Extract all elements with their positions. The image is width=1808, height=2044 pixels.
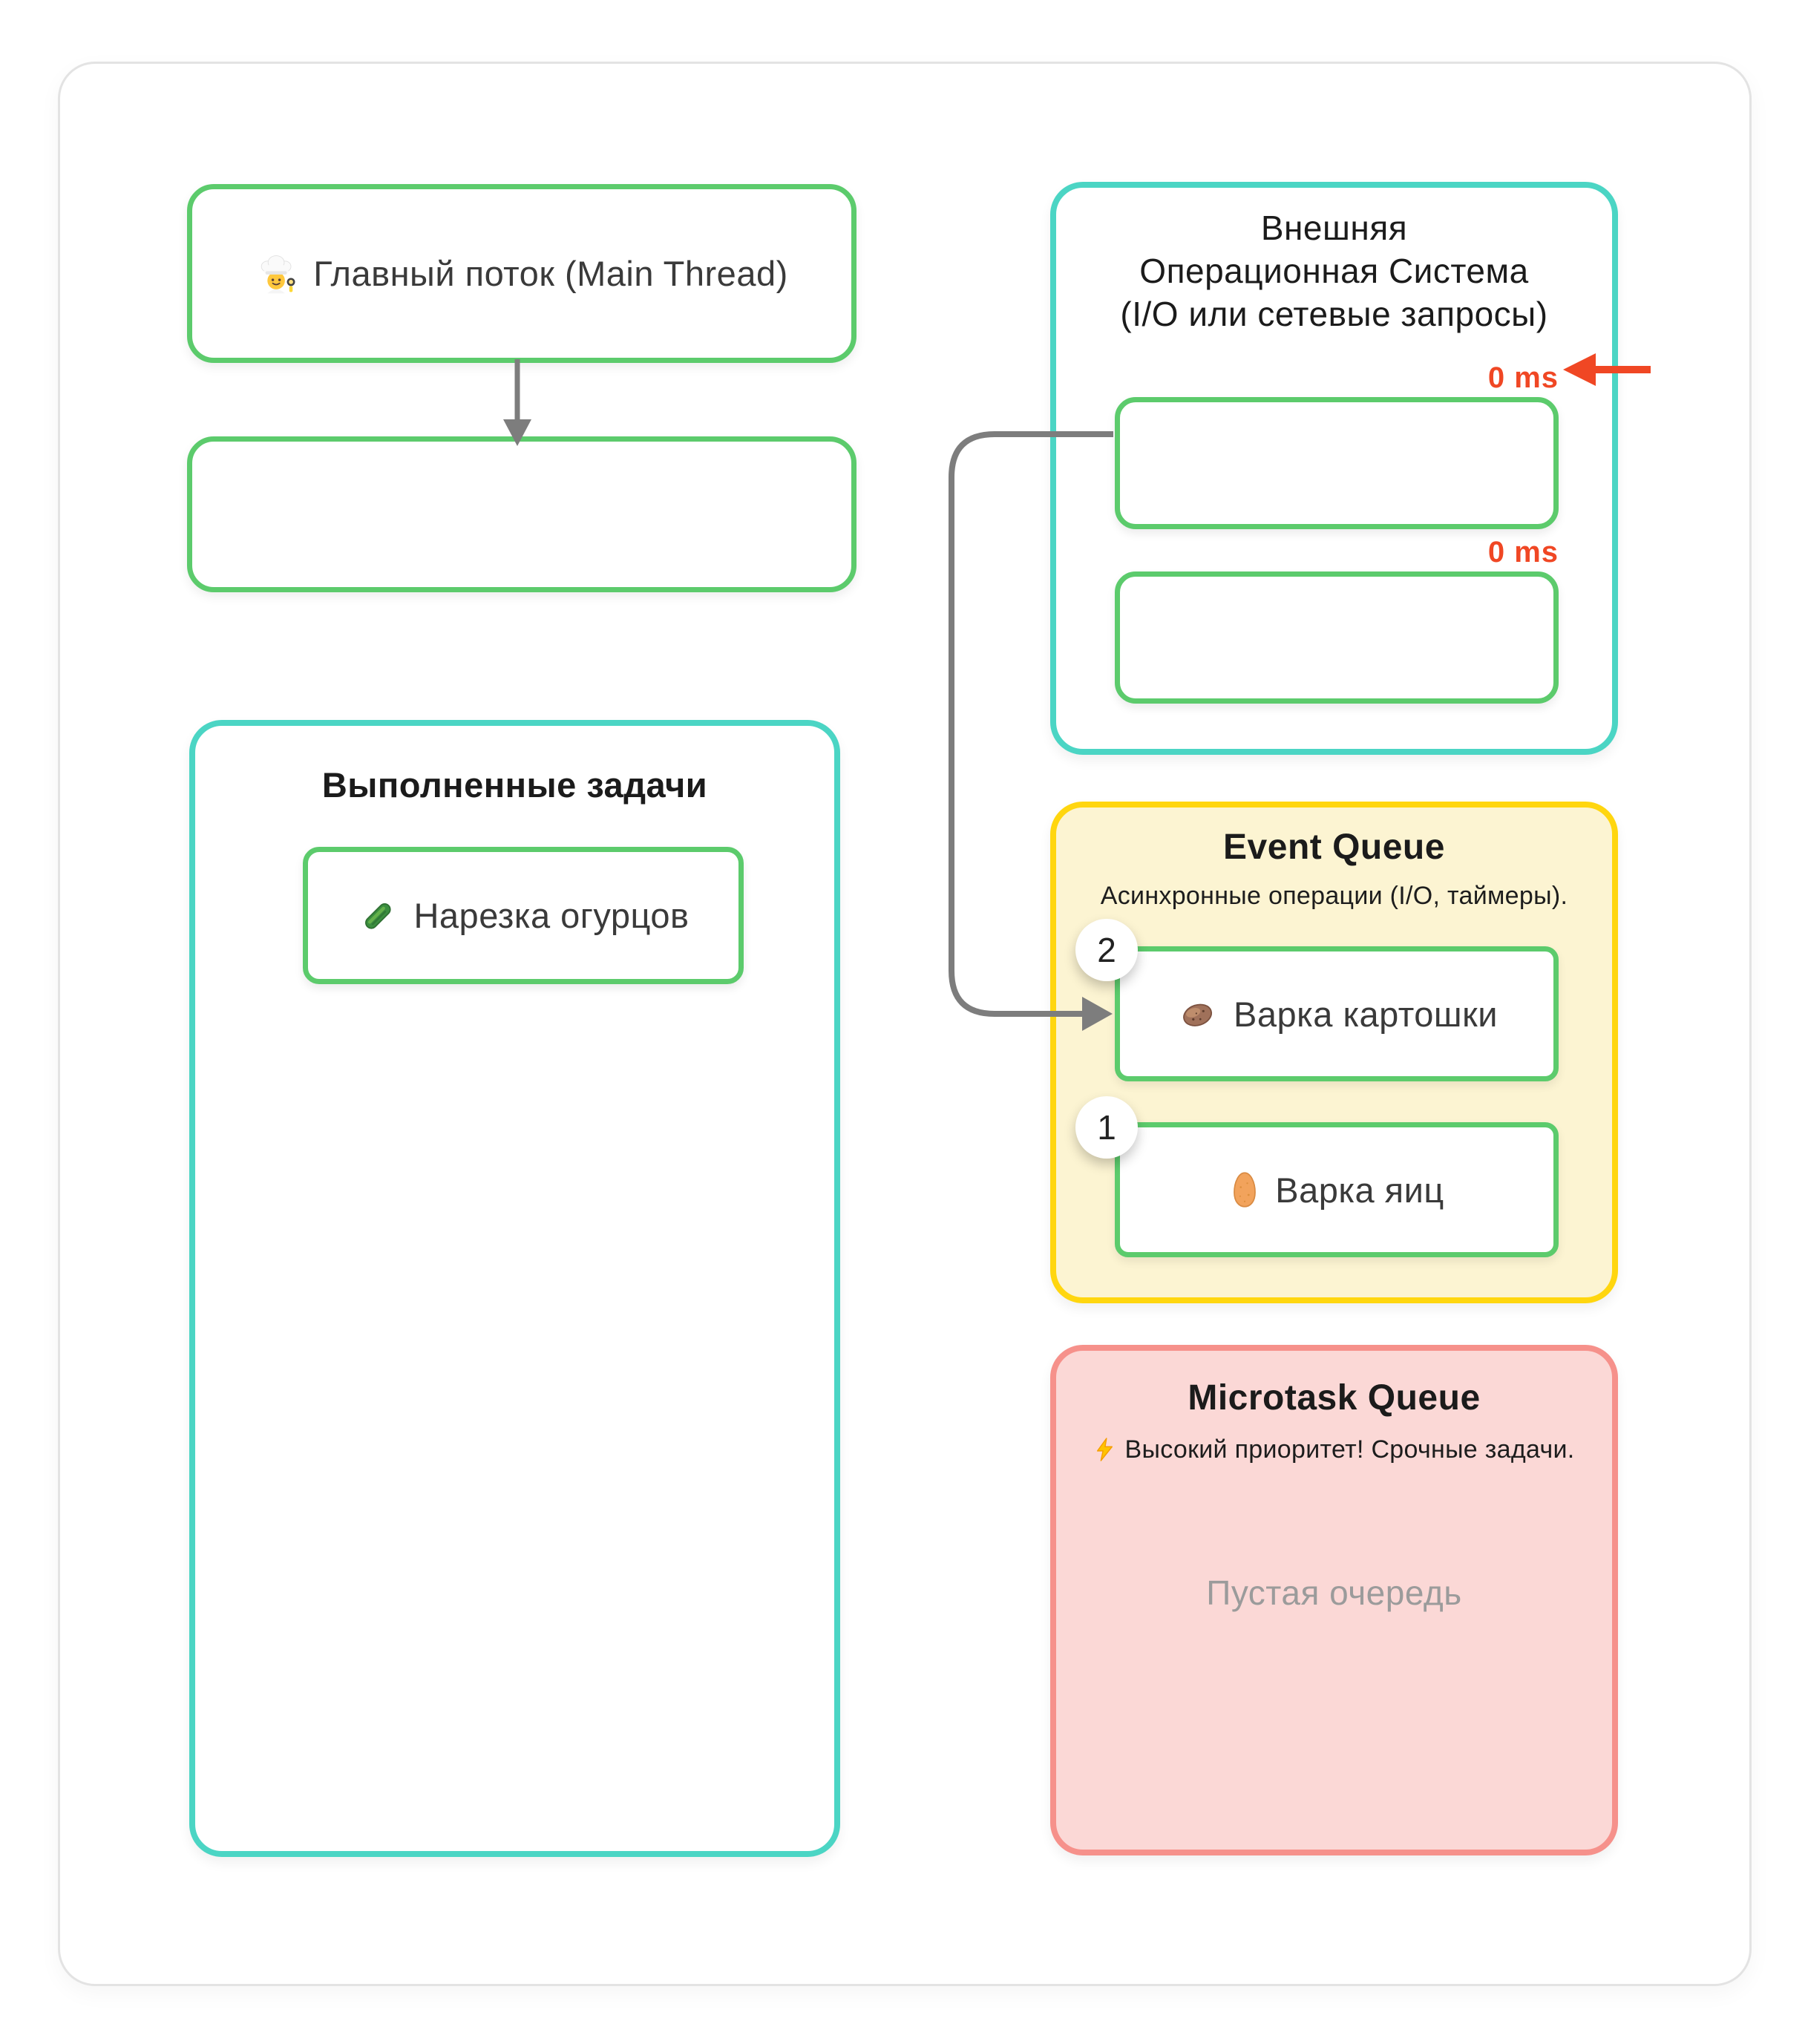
microtask-queue-subtitle: Высокий приоритет! Срочные задачи. (1056, 1432, 1612, 1467)
microtask-queue-panel: Microtask Queue Высокий приоритет! Срочн… (1050, 1345, 1618, 1855)
lightning-icon (1097, 1438, 1113, 1461)
event-queue-task-potato: Варка картошки (1115, 946, 1559, 1081)
completed-tasks-panel: Выполненные задачи Нарезка огурцов (189, 720, 840, 1857)
chef-icon (261, 255, 295, 293)
main-thread-label-row: Главный поток (Main Thread) (255, 252, 788, 295)
main-thread-label: Главный поток (Main Thread) (313, 254, 788, 293)
os-title-line3: (I/O или сетевые запросы) (1120, 295, 1548, 333)
completed-task-card: Нарезка огурцов (303, 847, 744, 984)
completed-tasks-title: Выполненные задачи (321, 765, 708, 805)
os-title-line1: Внешняя (1260, 209, 1408, 247)
microtask-queue-title: Microtask Queue (1188, 1378, 1481, 1418)
cucumber-icon (365, 903, 392, 929)
potato-icon (1183, 1003, 1213, 1026)
main-thread-box: Главный поток (Main Thread) (187, 184, 856, 363)
empty-queue-label: Пустая очередь (1206, 1573, 1462, 1612)
egg-task-row: Варка яиц (1229, 1169, 1444, 1211)
os-slot-1 (1115, 397, 1559, 529)
timer-label-1: 0 ms (1487, 361, 1559, 394)
completed-task-row: Нарезка огурцов (357, 895, 689, 937)
order-badge-2: 2 (1075, 919, 1138, 981)
event-queue-task-egg: Варка яиц (1115, 1122, 1559, 1257)
event-queue-subtitle: Асинхронные операции (I/O, таймеры). (1100, 882, 1568, 910)
potato-task-row: Варка картошки (1176, 992, 1498, 1035)
microtask-queue-subtitle-text: Высокий приоритет! Срочные задачи. (1124, 1435, 1575, 1464)
current-task-box-empty (187, 436, 856, 592)
os-title: Внешняя Операционная Система (I/O или се… (1056, 206, 1612, 335)
os-slot-2 (1115, 571, 1559, 704)
potato-task-label: Варка картошки (1234, 994, 1498, 1034)
completed-task-label: Нарезка огурцов (413, 896, 690, 935)
event-queue-title: Event Queue (1223, 828, 1445, 867)
timer-label-2: 0 ms (1487, 536, 1559, 569)
egg-icon (1234, 1172, 1257, 1208)
order-badge-1: 1 (1075, 1096, 1138, 1159)
os-title-line2: Операционная Система (1139, 252, 1529, 290)
os-panel: Внешняя Операционная Система (I/O или се… (1050, 182, 1618, 755)
event-queue-panel: Event Queue Асинхронные операции (I/O, т… (1050, 802, 1618, 1303)
egg-task-label: Варка яиц (1275, 1170, 1444, 1210)
